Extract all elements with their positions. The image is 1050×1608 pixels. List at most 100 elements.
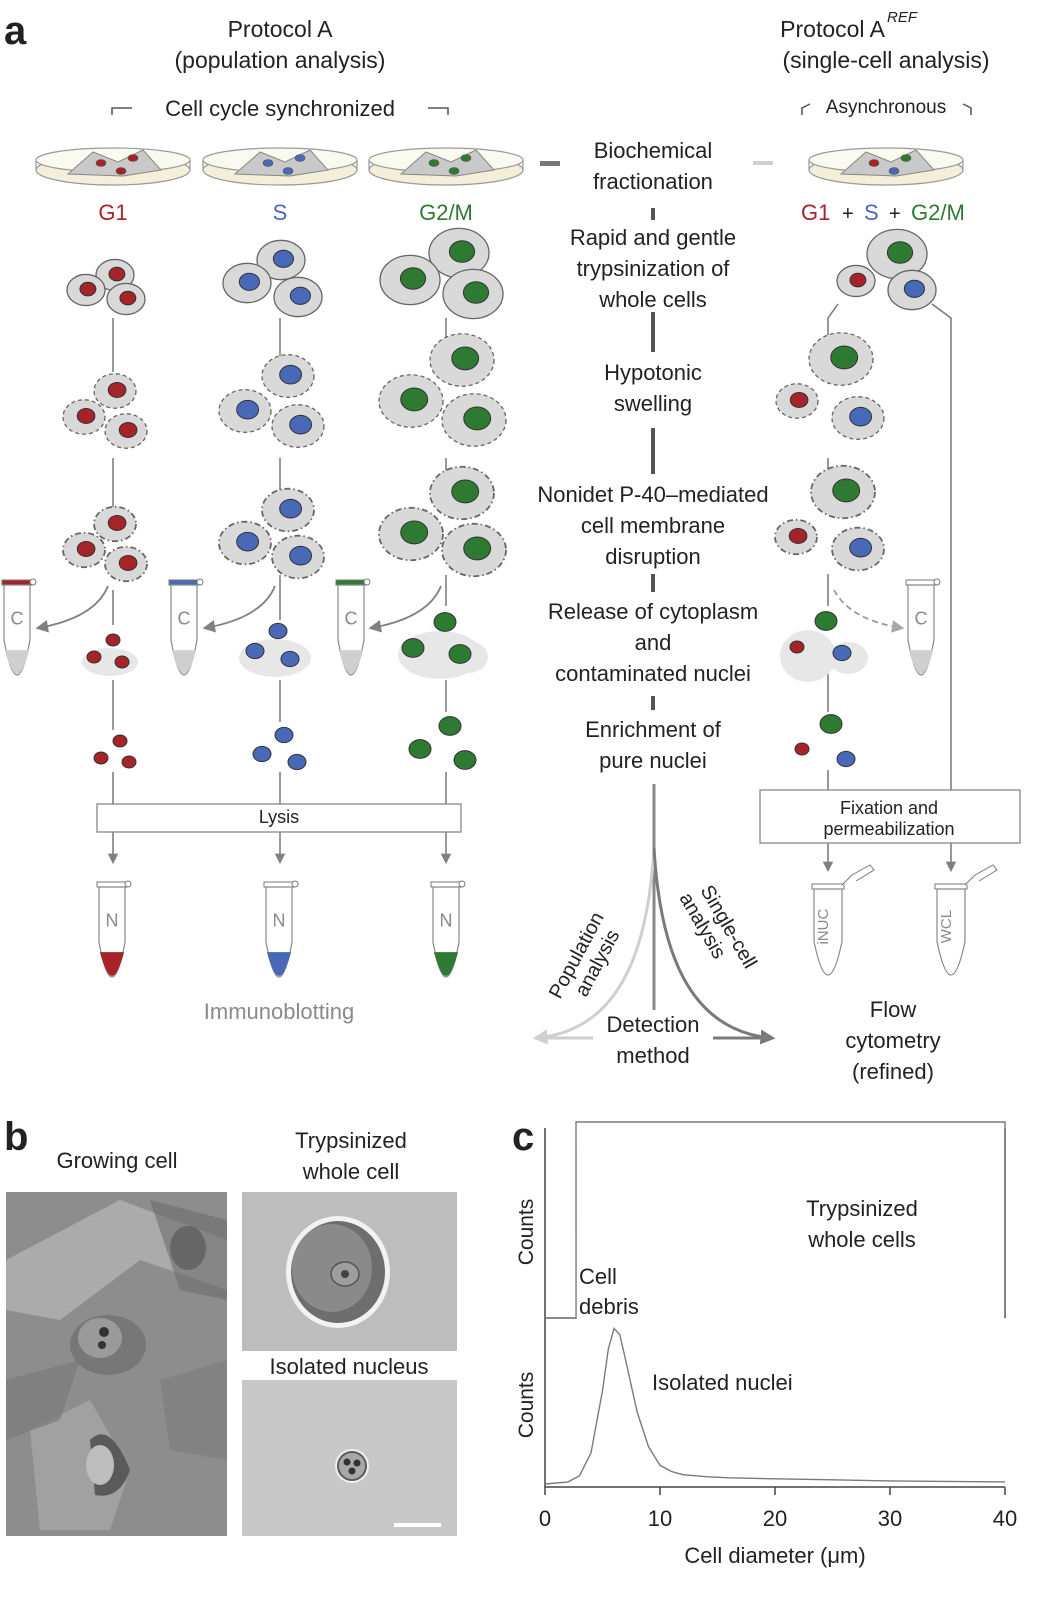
nucleus xyxy=(107,381,127,398)
nucleus xyxy=(127,154,139,162)
protocol-ref-subtitle: (single-cell analysis) xyxy=(782,47,989,73)
diameter-histogram-chart: Counts Counts Cell diameter (μm) Trypsin… xyxy=(515,1121,1017,1568)
step-trypsinization-line2: trypsinization of xyxy=(577,256,731,281)
tube-contents xyxy=(433,952,459,976)
cell xyxy=(256,239,306,281)
cell xyxy=(104,413,148,449)
cell xyxy=(810,464,876,520)
tube-lid xyxy=(841,864,875,886)
nucleus xyxy=(76,407,96,424)
label-debris-line2: debris xyxy=(579,1294,639,1319)
nucleus xyxy=(119,290,137,306)
isolated-nucleus xyxy=(438,716,462,736)
protocol-a-title: Protocol A xyxy=(228,16,333,42)
asynchronous-phase-labels: G1 + S + G2/M xyxy=(801,200,965,225)
ref-lines xyxy=(822,303,957,873)
cell xyxy=(831,526,885,572)
cell xyxy=(428,227,490,279)
asynchronous-label: Asynchronous xyxy=(826,97,946,118)
fixation-label-line2: permeabilization xyxy=(823,819,954,839)
immunoblotting-label: Immunoblotting xyxy=(204,999,354,1024)
cytoplasm-arrows xyxy=(35,585,905,633)
flow-cytometry-line1: Flow xyxy=(870,997,917,1022)
nucleus xyxy=(279,498,303,519)
petri-dish xyxy=(808,147,964,186)
tube-label: C xyxy=(915,608,928,628)
tube-hinge xyxy=(933,578,941,586)
nucleus xyxy=(900,154,912,162)
series-line-isolated-nuclei xyxy=(544,1327,1006,1485)
tube-cap xyxy=(905,579,937,586)
step-enrichment-line2: pure nuclei xyxy=(599,748,707,773)
nucleus xyxy=(463,536,492,561)
nucleus xyxy=(788,527,808,544)
trypsinized-label-line1: Trypsinized xyxy=(295,1128,407,1153)
column-lines xyxy=(107,318,452,865)
nucleus xyxy=(448,167,460,175)
isolated-nucleus xyxy=(819,714,843,734)
cell xyxy=(378,374,444,428)
tube-cap xyxy=(1,579,33,586)
nucleus xyxy=(463,406,492,431)
isolated-nucleus xyxy=(245,642,265,660)
x-tick-label: 0 xyxy=(539,1506,551,1531)
phase-label-g1: G1 xyxy=(98,200,127,225)
cell xyxy=(62,399,106,435)
plus-sign-1: + xyxy=(842,203,854,225)
tube-cap xyxy=(811,883,845,890)
tube-contents xyxy=(266,952,292,976)
lysis-box: Lysis xyxy=(96,803,462,833)
isolated-nucleus xyxy=(287,753,307,771)
petri-dish xyxy=(368,147,524,186)
cell xyxy=(442,268,504,320)
central-steps: Biochemical fractionation Rapid and gent… xyxy=(537,138,768,773)
tube-lid xyxy=(964,864,998,886)
step-release-line3: contaminated nuclei xyxy=(555,661,751,686)
cell xyxy=(106,282,146,316)
async-phase-g2m: G2/M xyxy=(911,200,965,225)
isolated-nucleus xyxy=(836,750,856,768)
cell xyxy=(831,396,885,440)
isolated-nucleus xyxy=(401,638,425,658)
nucleus xyxy=(79,281,97,297)
nucleus xyxy=(279,364,303,385)
tube-cap xyxy=(430,881,462,888)
nucleus xyxy=(107,514,127,531)
async-phase-s: S xyxy=(864,200,879,225)
nucleus xyxy=(849,406,873,427)
nucleus xyxy=(400,387,429,412)
tube-hinge xyxy=(124,880,132,888)
dash-right xyxy=(753,161,773,165)
cell xyxy=(441,522,507,578)
nucleus xyxy=(448,240,476,263)
isolated-nucleus xyxy=(114,655,130,669)
nucleus xyxy=(830,345,859,370)
nucleus xyxy=(428,159,440,167)
cell xyxy=(441,393,507,447)
cell xyxy=(273,276,323,318)
nucleus xyxy=(238,272,260,291)
nucleus xyxy=(451,479,480,504)
cell xyxy=(93,505,137,543)
nucleus xyxy=(289,414,313,435)
ylabel-top: Counts xyxy=(515,1199,538,1266)
cell xyxy=(95,258,135,292)
nucleus xyxy=(460,154,472,162)
fixation-label-line1: Fixation and xyxy=(840,798,938,818)
petri-dish xyxy=(35,147,191,186)
cell xyxy=(836,264,876,298)
nucleus xyxy=(76,540,96,557)
series-line-trypsinized-whole-cells xyxy=(545,1121,1006,1319)
tube-cap xyxy=(168,579,200,586)
tube-label: C xyxy=(11,608,24,628)
step-trypsinization-line1: Rapid and gentle xyxy=(570,225,736,250)
step-fractionation-line2: fractionation xyxy=(593,169,713,194)
cell xyxy=(378,506,444,562)
label-trypsinized-line1: Trypsinized xyxy=(806,1196,918,1221)
isolated-nucleus xyxy=(433,612,457,632)
tube-label: N xyxy=(273,910,286,930)
cell xyxy=(379,254,441,306)
